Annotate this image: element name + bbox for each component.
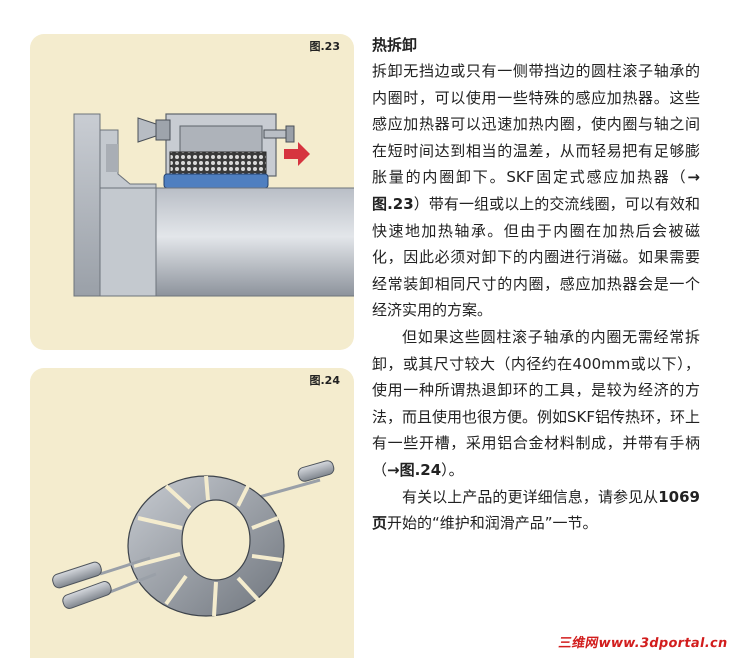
paragraph-2: 但如果这些圆柱滚子轴承的内圈无需经常拆卸，或其尺寸较大（内径约在400mm或以下…	[372, 327, 700, 479]
paragraph-1: 拆卸无挡边或只有一侧带挡边的圆柱滚子轴承的内圈时，可以使用一些特殊的感应加热器。…	[372, 62, 700, 320]
page-reference[interactable]: 1069页	[372, 487, 700, 533]
inner-ring	[163, 173, 269, 189]
figure-23-label: 图.23	[309, 40, 341, 53]
watermark: 三维网www.3dportal.cn	[557, 636, 729, 651]
figure-24-panel: 图.24	[30, 368, 354, 658]
section-heading: 热拆卸	[372, 36, 418, 54]
handle-left-1	[52, 561, 102, 589]
direction-arrow-icon	[284, 142, 310, 166]
paragraph-3: 有关以上产品的更详细信息，请参见从1069页开始的“维护和润滑产品”一节。	[372, 487, 700, 533]
heating-ring-illustration	[52, 460, 335, 617]
coil	[169, 151, 267, 175]
handle-top	[297, 460, 335, 482]
figure-24-label: 图.24	[309, 374, 341, 387]
figure-23-panel: 图.23	[30, 34, 354, 350]
induction-heater-illustration	[73, 113, 354, 297]
handle-left-2	[62, 581, 112, 609]
article-text: 热拆卸 拆卸无挡边或只有一侧带挡边的圆柱滚子轴承的内圈时，可以使用一些特殊的感应…	[372, 32, 700, 537]
figure-24-reference[interactable]: →图.24	[387, 460, 442, 479]
figure-23-reference[interactable]: →图.23	[372, 168, 700, 213]
